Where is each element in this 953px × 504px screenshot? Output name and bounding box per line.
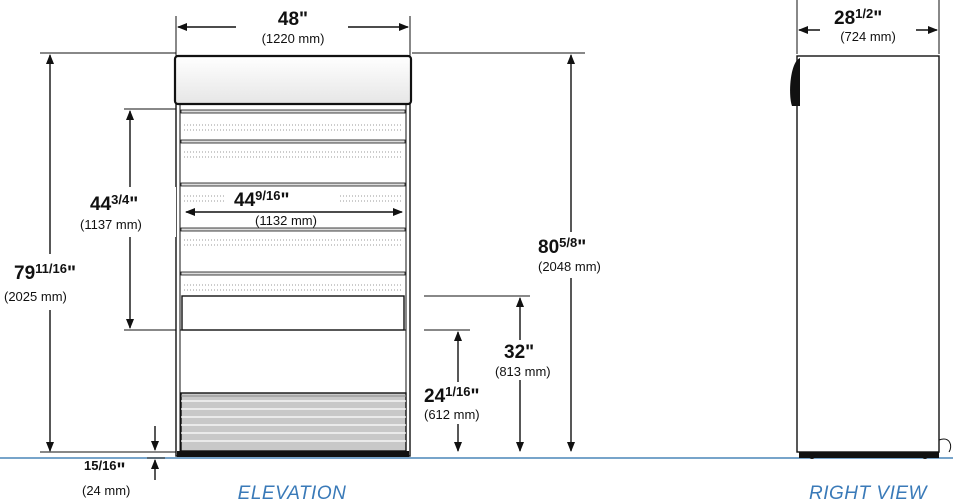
svg-text:241/16": 241/16": [424, 384, 479, 407]
svg-text:449/16": 449/16": [234, 188, 289, 211]
shelf-width-unit: ": [280, 190, 289, 211]
overall-height-unit: ": [67, 263, 76, 284]
svg-text:7911/16": 7911/16": [14, 261, 76, 284]
shelf-height-unit: ": [129, 194, 138, 215]
elevation-cabinet: [173, 54, 413, 457]
base-clearance-unit: ": [117, 460, 126, 481]
depth-metric: (724 mm): [840, 29, 896, 44]
base-clearance-dimension: 15/16" (24 mm): [82, 426, 176, 498]
total-height-metric: (2048 mm): [538, 259, 601, 274]
overall-height-whole: 79: [14, 263, 35, 284]
right-view-cabinet: [790, 55, 952, 459]
deck-32-metric: (813 mm): [495, 364, 551, 379]
base: [177, 451, 409, 457]
deck-24-metric: (612 mm): [424, 407, 480, 422]
overall-height-metric: (2025 mm): [4, 289, 67, 304]
shelf-width-metric: (1132 mm): [255, 213, 317, 228]
elevation-label: ELEVATION: [238, 483, 347, 504]
depth-whole: 28: [834, 8, 855, 29]
width-value: 48": [278, 9, 308, 30]
depth-dimension: 281/2" (724 mm): [796, 0, 940, 54]
shelf-height-dimension: 443/4" (1137 mm): [76, 108, 176, 331]
total-height-unit: ": [577, 237, 586, 258]
shelf-width-whole: 44: [234, 190, 256, 211]
shelf-width-frac: 9/16: [255, 188, 280, 203]
total-height-frac: 5/8: [559, 235, 577, 250]
shelf-height-metric: (1137 mm): [80, 217, 142, 232]
total-height-whole: 80: [538, 237, 559, 258]
total-height-dimension: 805/8" (2048 mm): [530, 54, 622, 452]
deck-32-dimension: 32" (813 mm): [424, 295, 559, 452]
overall-height-dimension: 7911/16" (2025 mm): [0, 54, 176, 453]
svg-text:443/4": 443/4": [90, 192, 138, 215]
width-dimension: 48" (1220 mm): [175, 6, 411, 58]
depth-unit: ": [873, 8, 882, 29]
kick-grille: [180, 392, 407, 452]
canopy: [173, 54, 413, 106]
deck-32-value: 32": [504, 342, 534, 363]
depth-frac: 1/2: [855, 6, 873, 21]
svg-text:15/16": 15/16": [84, 458, 126, 481]
deck-24-whole: 24: [424, 386, 446, 407]
shelf-height-whole: 44: [90, 194, 112, 215]
overall-height-frac: 11/16: [35, 261, 67, 276]
width-metric: (1220 mm): [262, 31, 325, 46]
deck-24-frac: 1/16: [445, 384, 470, 399]
svg-text:281/2": 281/2": [834, 6, 882, 29]
deck-panel: [181, 295, 405, 331]
base-clearance-metric: (24 mm): [82, 483, 130, 498]
svg-text:805/8": 805/8": [538, 235, 586, 258]
deck-24-unit: ": [470, 386, 479, 407]
base-clearance-frac: 15/16: [84, 458, 117, 473]
shelf-width-dimension: 449/16" (1132 mm): [185, 188, 403, 228]
shelf-height-frac: 3/4: [111, 192, 130, 207]
right-view-label: RIGHT VIEW: [809, 483, 929, 504]
deck-24-dimension: 241/16" (612 mm): [420, 329, 496, 452]
